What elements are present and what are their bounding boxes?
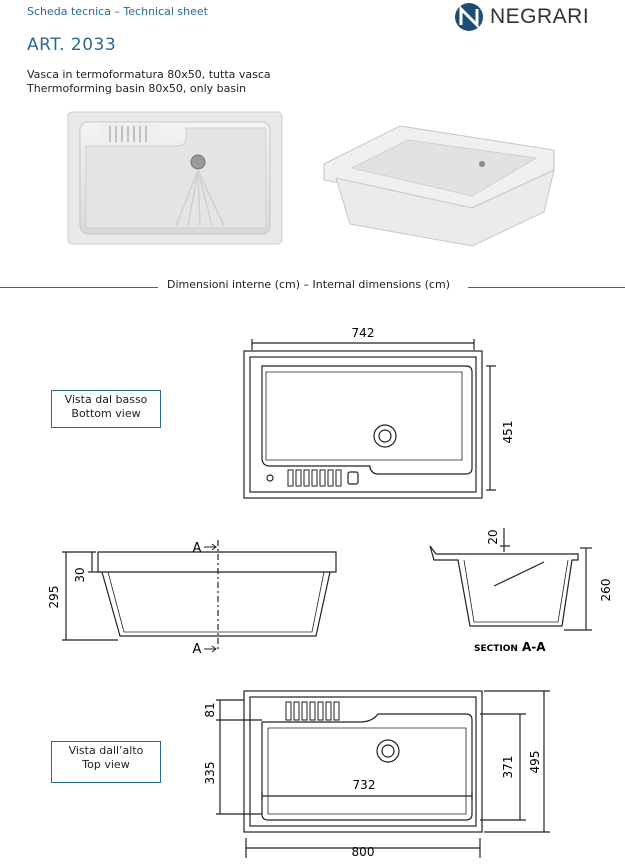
dim-top-total-depth: 495: [528, 751, 542, 774]
dim-section-rim: 20: [486, 529, 500, 544]
dim-top-basin: 335: [203, 762, 217, 785]
description-english: Thermoforming basin 80x50, only basin: [27, 82, 247, 95]
dim-top-total-width: 800: [352, 845, 375, 859]
section-mark-bottom: A: [193, 642, 202, 657]
top-view-label-en: Top view: [82, 758, 130, 771]
article-number: ART. 2033: [27, 35, 117, 55]
top-view-label-it: Vista dall’alto: [68, 744, 144, 757]
dim-top-back: 81: [203, 702, 217, 717]
section-mark-top: A: [193, 541, 202, 556]
section-divider-left: [0, 287, 158, 288]
bottom-view-label-it: Vista dal basso: [64, 393, 148, 406]
logo-mark-icon: [455, 3, 483, 31]
bottom-view-label: Vista dal basso Bottom view: [51, 390, 161, 428]
top-view-drain-icon: [376, 739, 400, 763]
top-view-basin: [261, 713, 473, 821]
dim-top-inner-width: 732: [353, 778, 376, 792]
section-title: Dimensioni interne (cm) – Internal dimen…: [167, 278, 450, 291]
dim-bottom-width: 742: [352, 326, 375, 340]
document-subtitle: Scheda tecnica – Technical sheet: [27, 5, 208, 18]
section-label-prefix: SECTION: [474, 644, 518, 654]
bottom-view-label-en: Bottom view: [71, 407, 141, 420]
dim-top-inner-depth: 371: [501, 756, 515, 779]
dim-side-rim: 30: [73, 567, 87, 582]
section-arrow-bottom-icon: [204, 645, 217, 653]
section-arrow-top-icon: [204, 543, 217, 551]
top-view-outline: [243, 690, 483, 833]
top-view-label: Vista dall’alto Top view: [51, 741, 161, 783]
side-view-body: [101, 571, 331, 637]
dim-bottom-depth: 451: [501, 421, 515, 444]
dim-section-height: 260: [599, 579, 613, 602]
product-photo-perspective: [323, 125, 555, 247]
bottom-view-drain-icon: [373, 424, 397, 448]
side-view-rim: [97, 551, 337, 573]
bottom-view-outline: [243, 350, 483, 499]
section-label-id: A-A: [522, 640, 546, 654]
bottom-view-basin: [261, 365, 473, 475]
product-photo-top: [67, 111, 283, 245]
dim-side-height: 295: [47, 586, 61, 609]
section-view-outline: [429, 545, 579, 627]
description-italian: Vasca in termoformatura 80x50, tutta vas…: [27, 68, 271, 81]
logo-text: NEGRARI: [490, 5, 590, 28]
section-divider-right: [468, 287, 625, 288]
brand-logo: NEGRARI: [454, 2, 622, 32]
